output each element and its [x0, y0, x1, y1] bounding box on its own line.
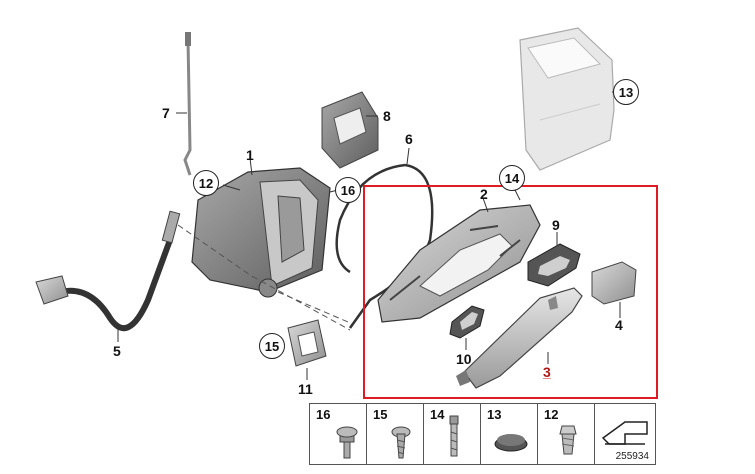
cap-part-4 [591, 261, 637, 318]
label-16: 16 [335, 177, 361, 203]
reference-number: 255934 [615, 451, 649, 462]
gasket-part-10 [449, 305, 485, 350]
label-2: 2 [480, 186, 488, 202]
legend-cell-14: 14 [424, 404, 481, 464]
legend-cell-15: 15 [367, 404, 424, 464]
label-11: 11 [298, 381, 313, 397]
label-9: 9 [552, 217, 560, 233]
rod-part-7 [176, 32, 192, 176]
striker-part-11 [287, 319, 327, 380]
gasket-part-9 [527, 232, 581, 287]
carrier-part-2 [377, 197, 541, 323]
arrow-icon [601, 421, 648, 445]
label-8: 8 [383, 108, 391, 124]
label-10: 10 [456, 351, 472, 367]
label-13: 13 [613, 79, 639, 105]
label-4: 4 [615, 317, 623, 333]
label-14: 14 [499, 165, 525, 191]
clip-icon [559, 425, 577, 455]
label-12: 12 [193, 170, 219, 196]
label-6: 6 [405, 131, 413, 147]
handle-part-3 [456, 287, 583, 389]
torx-bolt-icon [336, 426, 358, 459]
legend-cell-13: 13 [481, 404, 538, 464]
label-1: 1 [246, 147, 254, 163]
legend-cell-16: 16 [310, 404, 367, 464]
door-lock-part-1 [191, 157, 339, 298]
assembly-lines [177, 224, 351, 331]
label-15: 15 [259, 333, 285, 359]
legend-num-12: 12 [544, 407, 559, 422]
screw-icon [391, 426, 411, 459]
highlight-selection-box [363, 185, 658, 399]
label-3-highlighted: 3 [543, 364, 551, 380]
bracket-part-8 [321, 91, 379, 169]
door-part-13 [519, 27, 628, 171]
legend-cell-ref: 255934 [595, 404, 655, 464]
legend-num-13: 13 [487, 407, 502, 422]
legend-num-14: 14 [430, 407, 445, 422]
label-7: 7 [162, 105, 170, 121]
legend-cell-12: 12 [538, 404, 595, 464]
legend-num-16: 16 [316, 407, 331, 422]
legend-num-15: 15 [373, 407, 388, 422]
plug-icon [494, 434, 528, 452]
fastener-legend: 16 15 14 13 12 [309, 403, 656, 465]
bolt-icon [449, 415, 459, 457]
cable-part-5 [35, 210, 181, 342]
label-5: 5 [113, 343, 121, 359]
